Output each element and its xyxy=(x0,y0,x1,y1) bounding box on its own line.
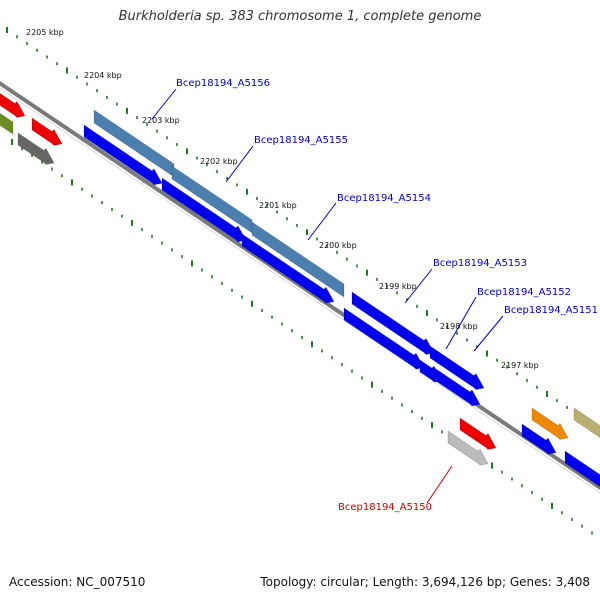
scale-label: 2203 kbp xyxy=(142,116,180,125)
gene-label-a5155[interactable]: Bcep18194_A5155 xyxy=(254,135,348,146)
scale-label: 2204 kbp xyxy=(84,71,122,80)
gene-a5150[interactable] xyxy=(447,430,489,466)
gene-label-a5152[interactable]: Bcep18194_A5152 xyxy=(477,287,571,298)
gene-red-left-a[interactable] xyxy=(0,90,26,118)
scale-label: 2198 kbp xyxy=(440,322,478,331)
gene-red-left-b[interactable] xyxy=(31,117,63,146)
gene-a5152[interactable] xyxy=(429,345,485,390)
gene-a5154-hit[interactable] xyxy=(251,221,345,298)
gene-label-a5156[interactable]: Bcep18194_A5156 xyxy=(176,78,270,89)
gene-a5150-red[interactable] xyxy=(459,417,497,450)
leader-a5150 xyxy=(426,465,453,504)
gene-a5151b[interactable] xyxy=(435,368,481,407)
scale-label: 2201 kbp xyxy=(259,201,297,210)
scale-ticks-outer xyxy=(6,27,598,430)
genome-map: 2205 kbp 2204 kbp 2203 kbp 2202 kbp 2201… xyxy=(0,27,600,535)
gene-orange-right[interactable] xyxy=(531,407,569,440)
leader-a5156 xyxy=(151,88,177,120)
gene-label-a5151[interactable]: Bcep18194_A5151 xyxy=(504,305,598,316)
scale-label: 2199 kbp xyxy=(379,282,417,291)
gene-a5156[interactable] xyxy=(83,124,163,186)
scale-label: 2197 kbp xyxy=(501,361,539,370)
scale-label: 2200 kbp xyxy=(319,241,357,250)
gene-a5154[interactable] xyxy=(241,233,335,304)
scale-label: 2202 kbp xyxy=(200,157,238,166)
backbone xyxy=(0,80,600,494)
gene-grey-left[interactable] xyxy=(17,132,55,165)
leader-a5155 xyxy=(225,145,254,183)
leader-a5153 xyxy=(404,268,433,304)
gene-features xyxy=(0,90,600,490)
label-leader-lines xyxy=(151,88,504,504)
leader-a5151 xyxy=(473,315,504,352)
leader-a5152 xyxy=(445,296,477,350)
scale-ticks-inner xyxy=(11,139,593,535)
accession-text: Accession: NC_007510 xyxy=(9,575,146,589)
leader-a5154 xyxy=(307,202,337,241)
gene-khaki-right[interactable] xyxy=(573,407,600,447)
genome-summary-text: Topology: circular; Length: 3,694,126 bp… xyxy=(260,575,590,589)
scale-label: 2205 kbp xyxy=(26,28,64,37)
gene-label-a5150[interactable]: Bcep18194_A5150 xyxy=(338,502,432,513)
gene-blue-right-a[interactable] xyxy=(521,423,557,455)
map-title: Burkholderia sp. 383 chromosome 1, compl… xyxy=(118,9,482,24)
gene-blue-right-b[interactable] xyxy=(564,450,600,490)
gene-olive-left[interactable] xyxy=(0,110,14,135)
gene-label-a5154[interactable]: Bcep18194_A5154 xyxy=(337,193,431,204)
gene-label-a5153[interactable]: Bcep18194_A5153 xyxy=(433,258,527,269)
